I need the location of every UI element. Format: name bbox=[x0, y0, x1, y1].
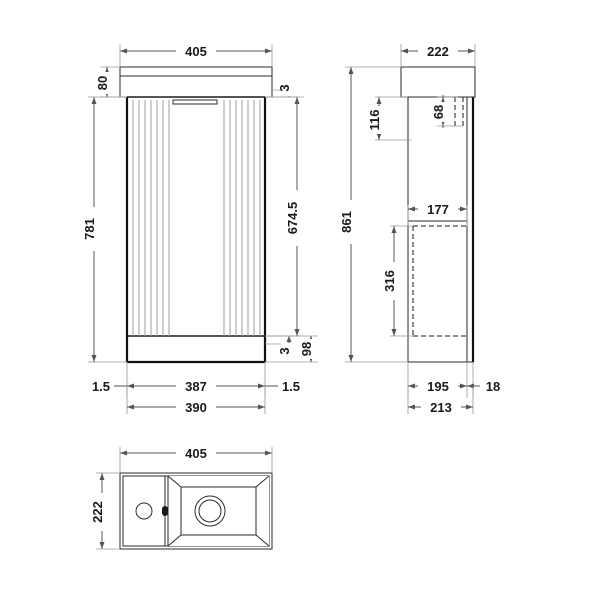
dim-side-depth-row: 195 18 bbox=[407, 362, 506, 398]
front-door-fluting-left bbox=[132, 100, 170, 336]
dim-plan-width-405: 405 bbox=[119, 445, 273, 473]
dim-side-overall-depth-213: 213 bbox=[407, 386, 474, 416]
waste-outlet-icon bbox=[194, 495, 226, 527]
dim-label-front-basin-height: 80 bbox=[95, 76, 110, 90]
dim-label-side-basin-depth: 222 bbox=[427, 44, 449, 59]
side-elevation-view: 222 116 68 bbox=[339, 43, 506, 416]
side-cabinet-body bbox=[407, 96, 475, 363]
dim-front-cabinet-width-390: 390 bbox=[126, 386, 266, 416]
dim-side-basin-depth-222: 222 bbox=[400, 43, 476, 67]
dim-label-plan-depth: 222 bbox=[90, 501, 105, 523]
front-elevation-view: 405 80 781 3 bbox=[82, 43, 319, 416]
dim-label-side-door-inner-height: 316 bbox=[382, 270, 397, 292]
dim-side-total-height-861: 861 bbox=[339, 66, 408, 363]
dim-front-basin-height-80: 80 bbox=[95, 66, 127, 98]
plan-view: 405 222 bbox=[90, 445, 273, 550]
dim-label-side-cabinet-depth: 195 bbox=[427, 379, 449, 394]
dim-label-front-door-width: 387 bbox=[185, 379, 207, 394]
dim-front-width-405: 405 bbox=[119, 43, 273, 67]
overflow-slot-icon bbox=[162, 506, 168, 516]
dim-side-overhang-right-68: 68 bbox=[431, 95, 463, 128]
dim-label-plan-width: 405 bbox=[185, 446, 207, 461]
dim-front-gap-bottom-3: 3 bbox=[265, 335, 297, 359]
tap-hole-icon bbox=[135, 502, 153, 520]
dim-label-side-door-thickness: 18 bbox=[486, 379, 500, 394]
front-door-fluting-right bbox=[223, 100, 261, 336]
dim-label-front-gap-top: 3 bbox=[277, 84, 292, 91]
dim-front-reveals-row: 387 1.5 1.5 bbox=[88, 362, 304, 398]
dim-label-side-door-depth: 177 bbox=[427, 202, 449, 217]
dim-front-plinth-height-98: 98 bbox=[265, 335, 319, 363]
dim-label-front-total-height: 781 bbox=[82, 218, 97, 240]
front-basin-body bbox=[119, 66, 273, 98]
side-basin-body bbox=[400, 66, 476, 98]
dim-label-front-door-height: 674.5 bbox=[285, 202, 300, 235]
dim-label-front-left-reveal: 1.5 bbox=[92, 379, 110, 394]
dim-front-total-height-781: 781 bbox=[82, 96, 127, 363]
dim-label-side-overhang-right: 68 bbox=[431, 105, 446, 119]
dim-label-front-plinth-height: 98 bbox=[299, 342, 314, 356]
dim-front-door-height-674-5: 674.5 bbox=[265, 96, 306, 337]
front-cabinet-body bbox=[125, 96, 267, 364]
dim-label-front-width: 405 bbox=[185, 44, 207, 59]
dim-plan-depth-222: 222 bbox=[90, 472, 120, 550]
dim-side-overhang-left-116: 116 bbox=[367, 96, 412, 141]
side-upper-bracket-hidden bbox=[407, 97, 464, 140]
side-inner-hidden-outline bbox=[412, 225, 467, 337]
dim-label-side-overall-depth: 213 bbox=[430, 400, 452, 415]
dim-label-front-gap-bottom: 3 bbox=[277, 347, 292, 354]
dim-label-side-total-height: 861 bbox=[339, 211, 354, 233]
dim-front-gap-top-3: 3 bbox=[265, 80, 297, 98]
dim-label-front-right-reveal: 1.5 bbox=[282, 379, 300, 394]
dim-side-door-inner-height-316: 316 bbox=[382, 225, 413, 337]
dim-label-side-overhang-left: 116 bbox=[367, 110, 382, 131]
dim-side-door-depth-177: 177 bbox=[407, 201, 468, 226]
door-handle bbox=[172, 99, 218, 105]
dim-label-front-cabinet-width: 390 bbox=[185, 400, 207, 415]
